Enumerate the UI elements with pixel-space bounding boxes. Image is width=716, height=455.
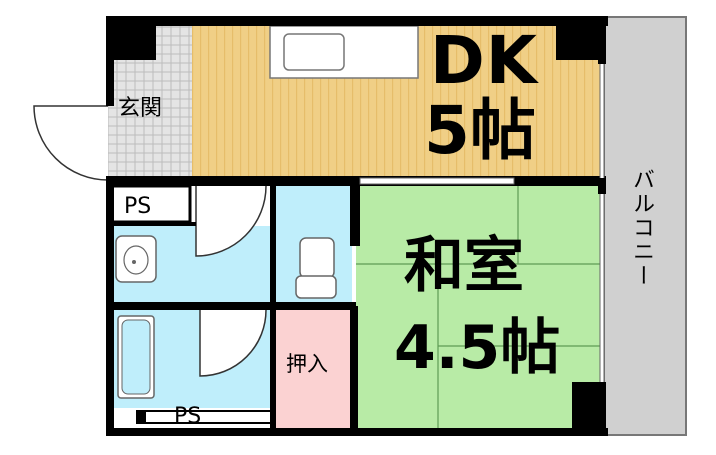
washitsu-room-name: 和室 — [404, 231, 524, 301]
washitsu-room-size: 4.5帖 — [394, 313, 561, 383]
ps-bottom-label: PS — [174, 404, 202, 429]
toilet-seat — [295, 275, 337, 299]
entrance-door — [33, 105, 109, 181]
bath-door — [199, 309, 267, 377]
kitchen-sink — [283, 33, 345, 71]
dk-room-size: 5帖 — [424, 92, 536, 169]
washroom-door — [195, 185, 267, 257]
entrance-label: 玄関 — [118, 96, 163, 121]
closet-floor — [274, 310, 352, 428]
washitsu-floor — [356, 186, 600, 430]
closet-label: 押入 — [286, 352, 328, 376]
balcony — [603, 16, 687, 436]
dk-room-name: DK — [430, 22, 538, 99]
balcony-label: バルコニー — [629, 168, 654, 288]
ps-top-label: PS — [124, 194, 152, 219]
toilet-tank — [299, 237, 335, 279]
